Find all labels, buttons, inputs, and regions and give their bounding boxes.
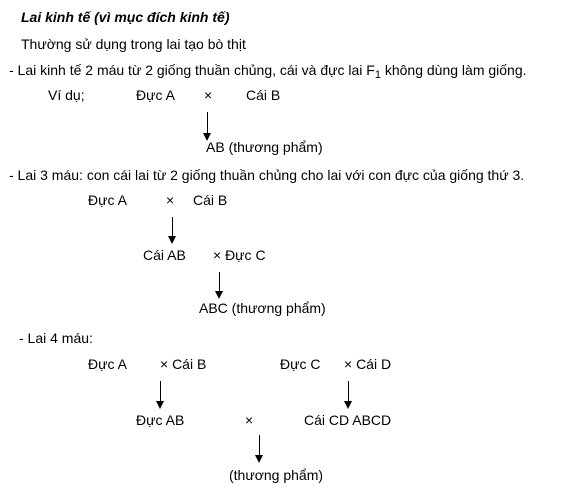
example-label: Ví dụ; [48,87,85,103]
down-arrow-icon [156,381,164,409]
result-commercial: (thương phẩm) [229,467,324,483]
two-breed-description: - Lai kinh tế 2 máu từ 2 giống thuần chủ… [9,62,527,81]
cross-female-b: × Cái B [160,356,207,372]
cross-female-d: × Cái D [344,356,392,372]
male-a: Đực A [88,192,127,208]
result-abc: ABC (thương phẩm) [199,300,326,316]
four-breed-description: - Lai 4 máu: [19,330,93,346]
female-b: Cái B [193,192,228,208]
two-breed-text: - Lai kinh tế 2 máu từ 2 giống thuần chủ… [9,62,375,78]
cross-symbol: × [166,192,175,208]
section-title: Lai kinh tế (vì mục đích kinh tế) [21,9,230,25]
parent-female-b: Cái B [246,87,281,103]
parent-male-a: Đực A [136,87,175,103]
male-a: Đực A [88,356,127,372]
f1-subscript: 1 [374,69,381,81]
down-arrow-icon [168,217,176,244]
down-arrow-icon [344,381,352,409]
cross-symbol: × [204,87,213,103]
down-arrow-icon [215,272,223,299]
male-ab: Đực AB [136,412,185,428]
cross-symbol: × [245,412,254,428]
intro-text: Thường sử dụng trong lai tạo bò thịt [21,36,246,52]
female-cd-result: Cái CD ABCD [304,412,392,428]
two-breed-text-end: không dùng làm giống. [380,62,527,78]
result-ab: AB (thương phẩm) [206,139,323,155]
three-breed-description: - Lai 3 máu: con cái lai từ 2 giống thuầ… [9,167,525,183]
down-arrow-icon [255,435,263,463]
male-c: Đực C [280,356,321,372]
cross-male-c: × Đực C [213,247,266,263]
down-arrow-icon [203,112,211,141]
female-ab: Cái AB [143,247,186,263]
